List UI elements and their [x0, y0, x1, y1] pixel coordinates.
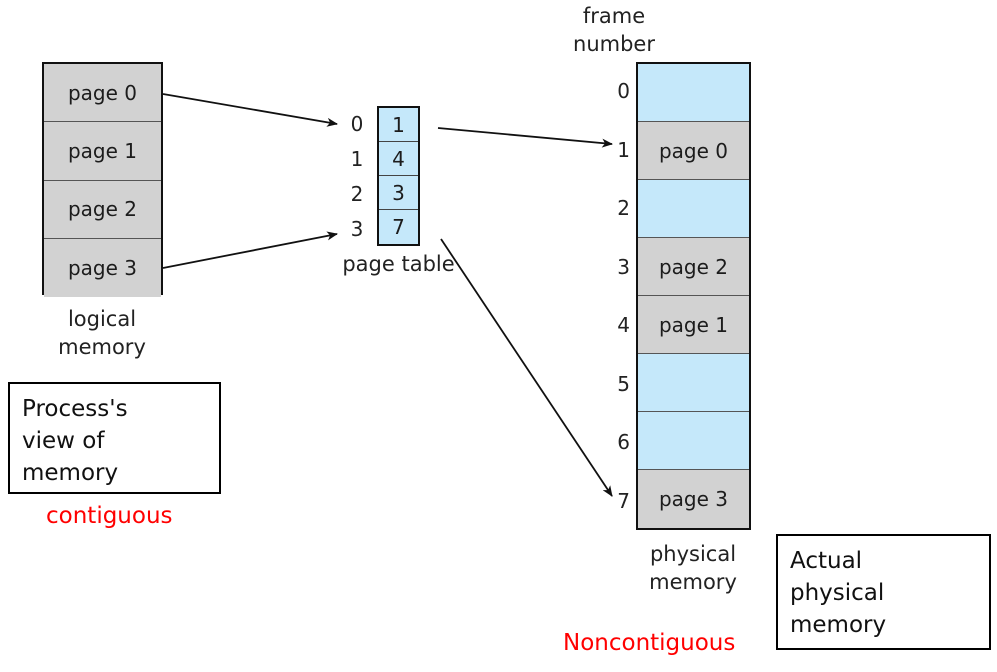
logical-memory-caption: logical memory [58, 307, 146, 359]
frame-index: 0 [617, 79, 630, 104]
page-table-index: 3 [350, 216, 364, 241]
frame-number-heading: frame number [573, 4, 655, 56]
physical-memory-frame [638, 412, 749, 470]
page-table-entry: 3 [379, 176, 418, 210]
process-view-note: Process's view of memory [8, 382, 221, 494]
contiguous-label: contiguous [46, 503, 173, 529]
page-table-index: 2 [350, 181, 364, 206]
page-table-index-column: 0 1 2 3 [344, 106, 370, 246]
page-table-index: 0 [350, 111, 364, 136]
frame-index: 6 [617, 430, 630, 455]
logical-memory-cell: page 1 [44, 122, 161, 181]
page-table-entry: 1 [379, 108, 418, 142]
physical-memory-frame: page 3 [638, 470, 749, 528]
physical-memory-frame [638, 354, 749, 412]
frame-index: 5 [617, 371, 630, 396]
arrow-page0-to-pte0 [162, 93, 338, 127]
noncontiguous-label: Noncontiguous [563, 630, 736, 656]
physical-memory-frame [638, 180, 749, 238]
page-table-block: 1 4 3 7 [377, 106, 420, 246]
frame-index: 3 [617, 254, 630, 279]
page-table-entry: 7 [379, 210, 418, 244]
page-table-index: 1 [350, 146, 364, 171]
frame-index: 7 [617, 488, 630, 513]
logical-memory-cell: page 0 [44, 64, 161, 123]
frame-index-column: 0 1 2 3 4 5 6 7 [600, 62, 630, 530]
physical-memory-frame: page 1 [638, 296, 749, 354]
logical-memory-cell: page 2 [44, 180, 161, 239]
arrow-page3-to-pte3 [162, 231, 338, 269]
arrow-pte0-to-frame1 [437, 127, 613, 148]
frame-index: 2 [617, 196, 630, 221]
logical-memory-block: page 0 page 1 page 2 page 3 [42, 62, 163, 297]
frame-index: 4 [617, 313, 630, 338]
physical-memory-frame: page 2 [638, 238, 749, 296]
page-table-entry: 4 [379, 142, 418, 176]
physical-memory-block: page 0 page 2 page 1 page 3 [636, 62, 751, 530]
actual-physical-note: Actual physical memory [776, 534, 991, 650]
physical-memory-frame: page 0 [638, 122, 749, 180]
physical-memory-caption: physical memory [649, 542, 737, 594]
physical-memory-frame [638, 64, 749, 122]
logical-memory-cell: page 3 [44, 238, 161, 297]
page-table-caption: page table [342, 252, 455, 276]
arrow-pte3-to-frame7 [440, 238, 613, 497]
frame-index: 1 [617, 137, 630, 162]
